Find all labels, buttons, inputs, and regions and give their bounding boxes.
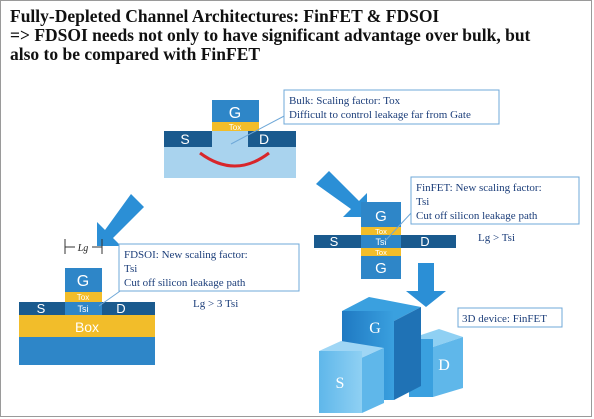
fdsoi-condition: Lg > 3 Tsi [193,298,238,310]
slide-title: Fully-Depleted Channel Architectures: Fi… [10,7,585,64]
bulk-caption-line-2: Difficult to control leakage far from Ga… [289,109,471,121]
fdsoi-substrate [19,337,155,365]
finfet-device: S D G Tox Tsi Tox G [314,202,456,279]
finfet-caption-line-2: Tsi [416,196,429,208]
bulk-gate [212,100,259,122]
bulk-drain-label: D [259,131,269,147]
drain-block-side [433,337,463,397]
fdsoi-source-label: S [37,301,46,316]
source-3d-label: S [336,375,345,392]
finfet-drain-label: D [420,234,429,249]
arrow-to-finfet [316,171,367,217]
finfet-oxide-bottom [361,248,401,256]
bulk-drain-contact [248,131,296,147]
finfet-gate-top [361,202,401,227]
fdsoi-drain-contact [102,302,155,315]
source-block-side [362,348,384,413]
fdsoi-caption: FDSOI: New scaling factor: Tsi Cut off s… [118,243,300,310]
finfet-condition: Lg > Tsi [478,232,515,244]
fdsoi-oxide-label: Tox [77,293,89,302]
fdsoi-caption-line-3: Cut off silicon leakage path [124,277,246,289]
bulk-caption-box [283,89,500,125]
fdsoi-caption-line-1: FDSOI: New scaling factor: [124,249,248,261]
fdsoi-silicon [65,302,102,315]
bulk-oxide-label: Tox [229,123,241,132]
finfet-gate-bottom [361,256,401,279]
bulk-device: S D G Tox [164,100,296,178]
finfet-caption-line-1: FinFET: New scaling factor: [416,182,542,194]
device3d-caption-box [457,307,563,328]
title-line-1: Fully-Depleted Channel Architectures: Fi… [10,6,440,26]
gate-block-top [342,297,421,321]
bulk-source-contact [164,131,212,147]
fdsoi-box-label: Box [75,319,99,335]
fdsoi-drain-label: D [116,301,125,316]
gate-3d-label: G [369,320,381,337]
fdsoi-gate-label: G [77,273,89,290]
fdsoi-box-layer [19,315,155,337]
bulk-callout-line [230,113,289,145]
source-block-top [319,341,384,358]
device3d-caption: 3D device: FinFET [457,307,563,328]
drain-3d-label: D [438,357,450,374]
finfet-silicon-label: Tsi [376,237,387,247]
bulk-caption: Bulk: Scaling factor: Tox Difficult to c… [283,89,500,125]
finfet-callout-line [383,210,414,243]
finfet-source-label: S [330,234,339,249]
finfet-caption: FinFET: New scaling factor: Tsi Cut off … [410,176,580,244]
finfet-gate-bottom-label: G [375,260,387,277]
fdsoi-silicon-label: Tsi [78,304,89,314]
finfet-caption-box [410,176,580,225]
title-line-3: also to be compared with FinFET [10,44,261,64]
bulk-leakage-path [199,151,270,168]
fdsoi-device: Lg Box S D Tsi Tox G [19,239,155,365]
gate-block-side [394,307,421,400]
finfet-oxide-top-label: Tox [375,227,387,236]
bulk-caption-line-1: Bulk: Scaling factor: Tox [289,95,401,107]
finfet-oxide-bottom-label: Tox [375,248,387,257]
arrow-to-3d-device [406,263,446,307]
finfet-caption-line-3: Cut off silicon leakage path [416,210,538,222]
bulk-source-label: S [180,131,189,147]
fdsoi-callout-line [98,288,124,307]
finfet-gate-top-label: G [375,208,387,225]
finfet-silicon [361,235,401,248]
finfet-oxide-top [361,227,401,235]
fdsoi-caption-box [118,243,300,292]
fdsoi-caption-line-2: Tsi [124,263,137,275]
bulk-gate-label: G [229,105,241,122]
arrow-to-fdsoi [97,194,144,246]
device3d-caption-text: 3D device: FinFET [462,313,547,325]
lg-label: Lg [77,243,89,254]
finfet-3d-device: D G S [319,297,463,413]
fdsoi-source-contact [19,302,65,315]
bulk-oxide [212,122,259,131]
title-line-2: => FDSOI needs not only to have signific… [10,25,531,45]
fdsoi-oxide [65,292,102,302]
source-block-front [319,351,362,413]
fdsoi-gate [65,268,102,292]
